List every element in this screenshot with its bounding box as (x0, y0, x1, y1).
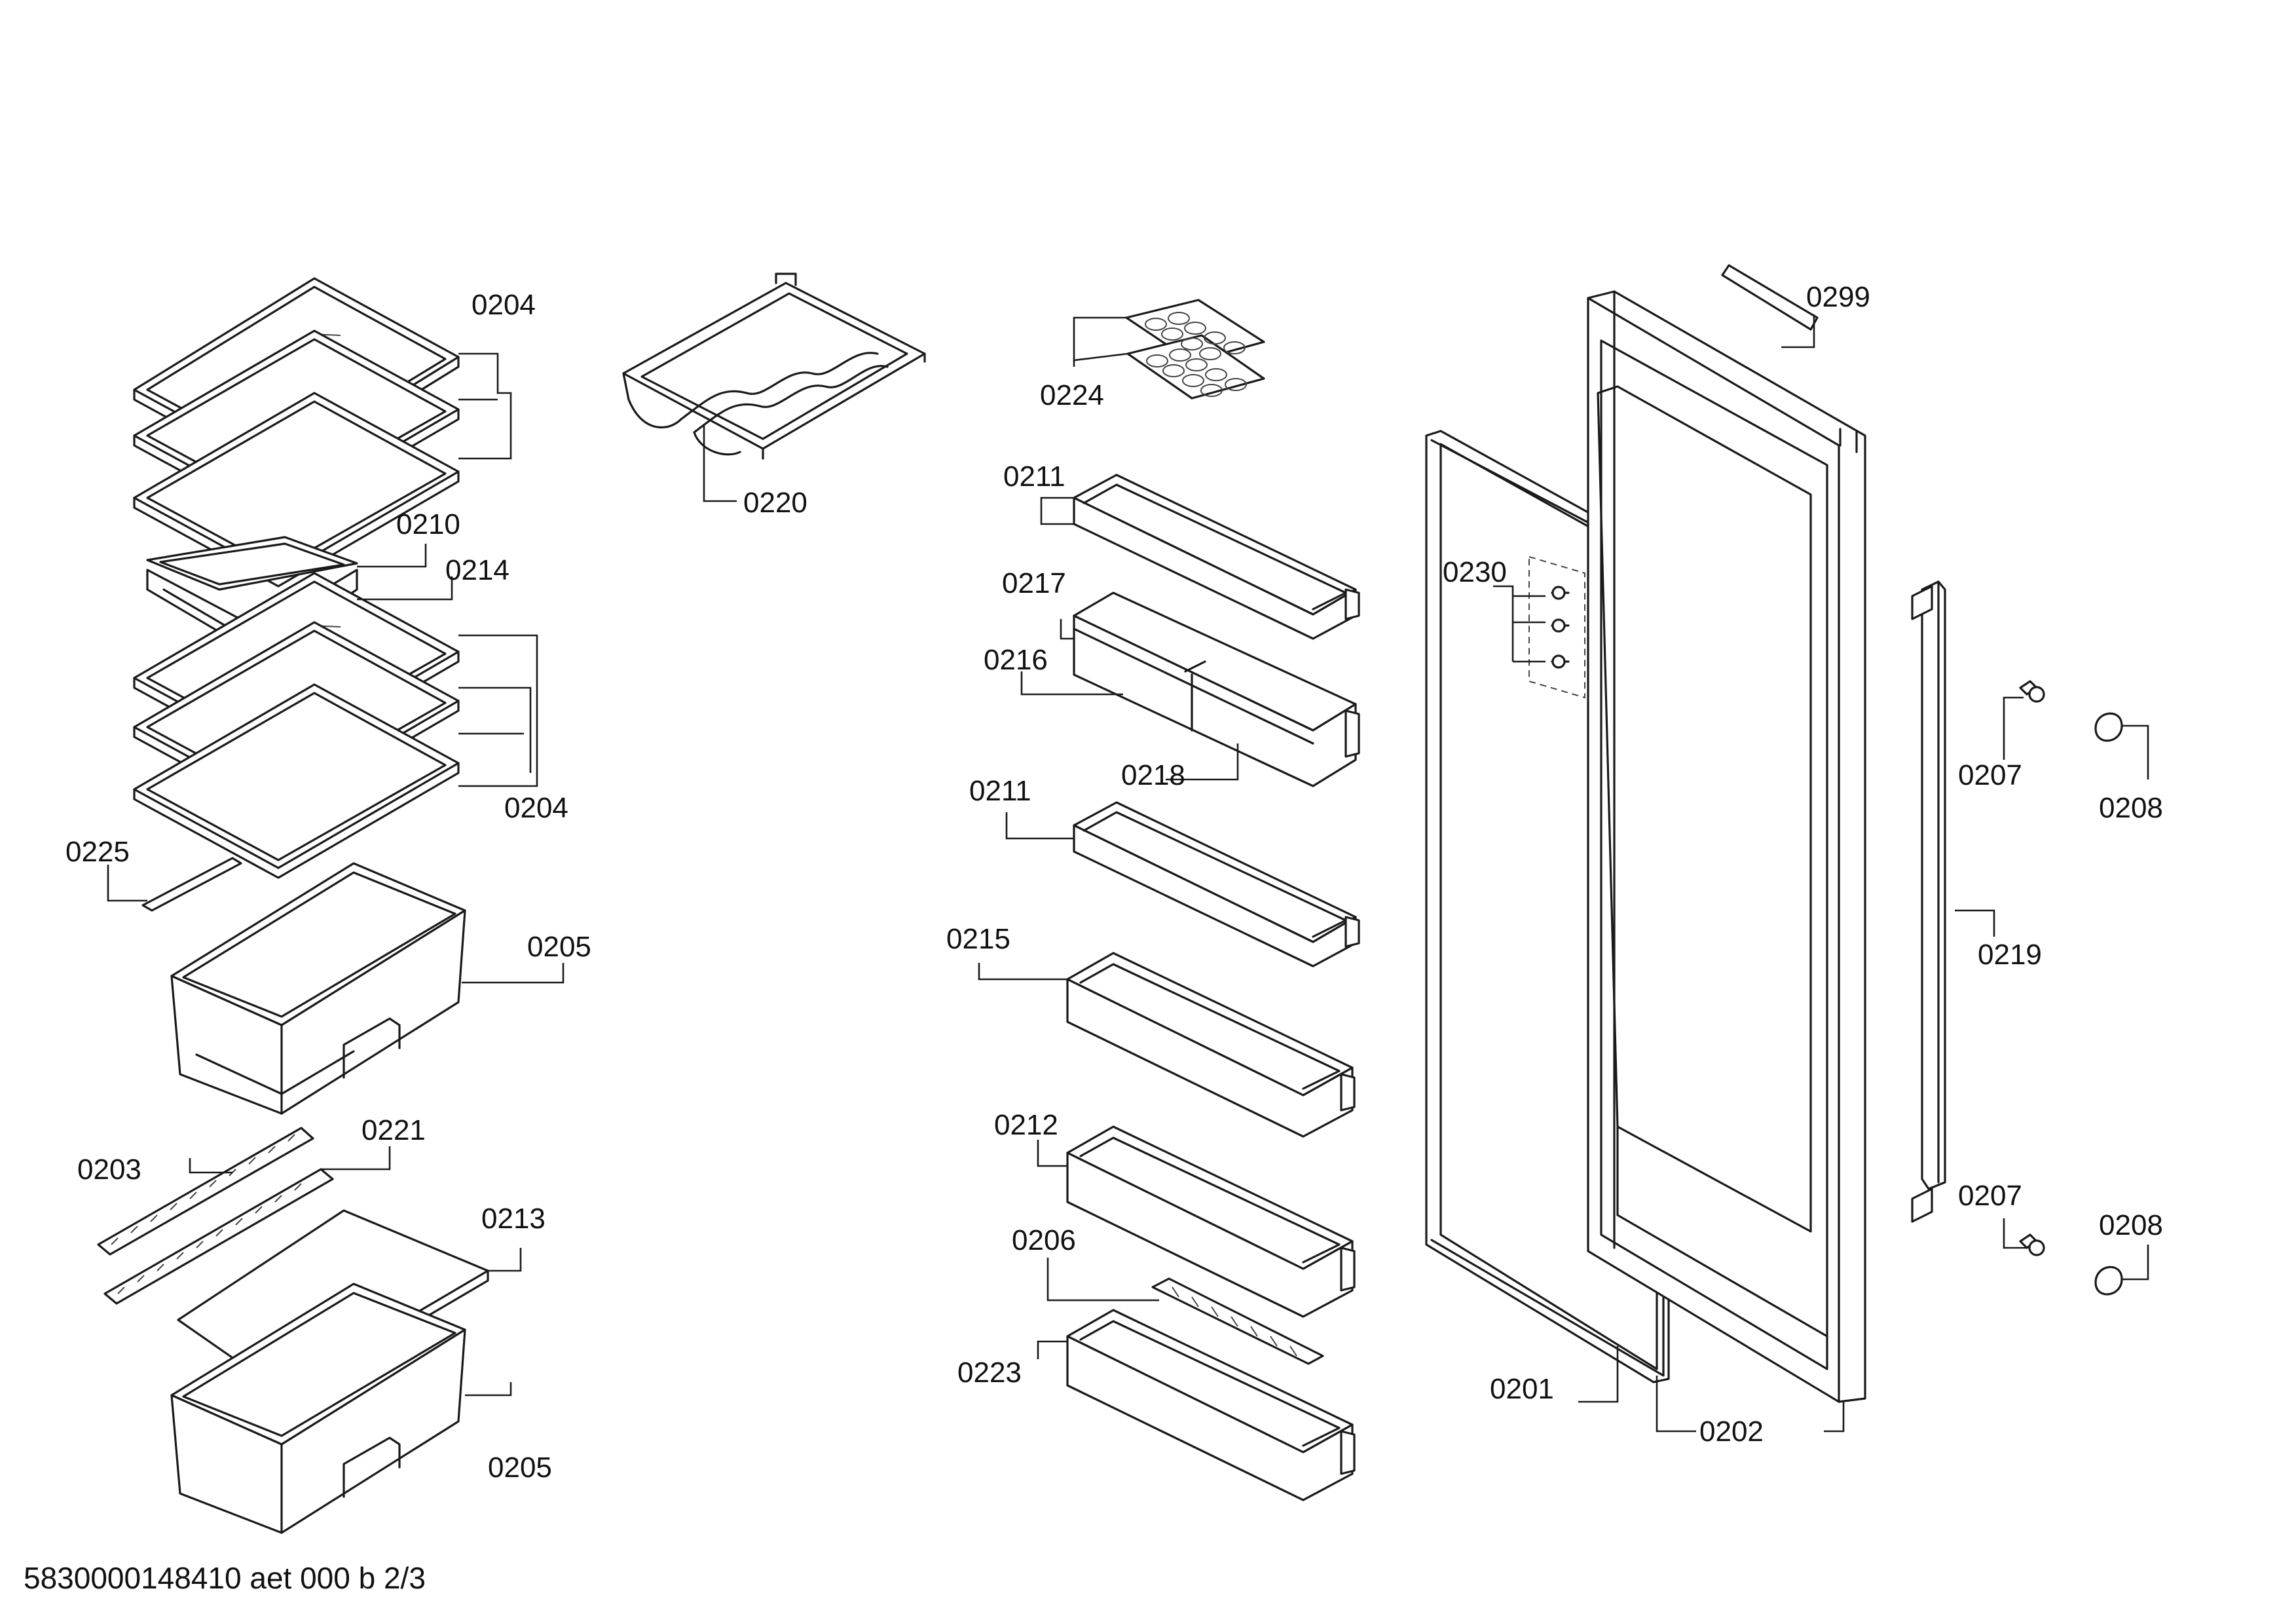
part-label: 0299 (1806, 281, 1870, 313)
part-label: 0211 (969, 775, 1031, 807)
part-label: 0201 (1490, 1373, 1554, 1405)
egg-trays (1125, 299, 1265, 400)
part-label: 0225 (65, 836, 130, 868)
handle-screws-0207 (2019, 680, 2045, 1256)
part-label: 0202 (1699, 1416, 1764, 1448)
bottle-holder-rack (622, 272, 926, 460)
part-label: 0214 (445, 554, 509, 586)
door-handle-0219 (1911, 580, 1946, 1223)
part-label: 0207 (1958, 1180, 2022, 1212)
door-bin-0223 (1066, 1309, 1356, 1501)
handle-caps-0208 (2094, 712, 2123, 1296)
part-label: 0217 (1002, 567, 1066, 599)
door-screws-0230 (1528, 555, 1585, 699)
part-label: 0224 (1040, 379, 1104, 411)
vegetable-drawer (170, 862, 466, 1115)
shelf-rail (141, 857, 242, 912)
part-label: 0220 (743, 487, 807, 519)
door-bin-0211-lower (1073, 801, 1360, 967)
label-plate-0299 (1721, 264, 1819, 331)
door-bin-with-lid (1073, 591, 1360, 787)
part-label: 0216 (984, 644, 1048, 676)
bottle-retainer-0206 (1151, 1277, 1324, 1365)
part-label: 0206 (1012, 1224, 1076, 1256)
door-bin-0215 (1066, 952, 1356, 1138)
part-label: 0230 (1443, 556, 1507, 588)
leader-lines (107, 314, 2149, 1433)
part-label: 0210 (396, 508, 460, 540)
part-label: 0208 (2099, 1209, 2163, 1241)
part-labels: 0204 0210 0214 0204 0225 0205 0203 0221 … (65, 281, 2163, 1484)
part-label: 0213 (481, 1203, 546, 1235)
part-label: 0215 (946, 923, 1010, 955)
part-label: 0204 (472, 289, 536, 321)
part-label: 0208 (2099, 792, 2163, 824)
bottle-rack-bars (97, 1127, 334, 1305)
part-label: 0219 (1978, 939, 2042, 971)
drawing-reference-number: 5830000148410 aet 000 b 2/3 (24, 1561, 426, 1595)
part-label: 0204 (504, 792, 568, 824)
part-label: 0207 (1958, 759, 2022, 791)
part-label: 0218 (1121, 759, 1185, 791)
part-label: 0203 (77, 1154, 141, 1186)
door-bin-0212 (1066, 1125, 1356, 1318)
vegetable-drawer (170, 1283, 466, 1534)
part-label: 0205 (488, 1452, 552, 1484)
part-label: 0223 (957, 1357, 1022, 1389)
door-outer-panel-0202 (1587, 290, 1866, 1403)
part-label: 0211 (1003, 460, 1065, 493)
glass-shelf (133, 683, 460, 879)
glass-shelf-stack (133, 277, 460, 912)
part-label: 0212 (994, 1109, 1058, 1141)
part-label: 0205 (527, 931, 591, 963)
part-label: 0221 (361, 1114, 426, 1146)
